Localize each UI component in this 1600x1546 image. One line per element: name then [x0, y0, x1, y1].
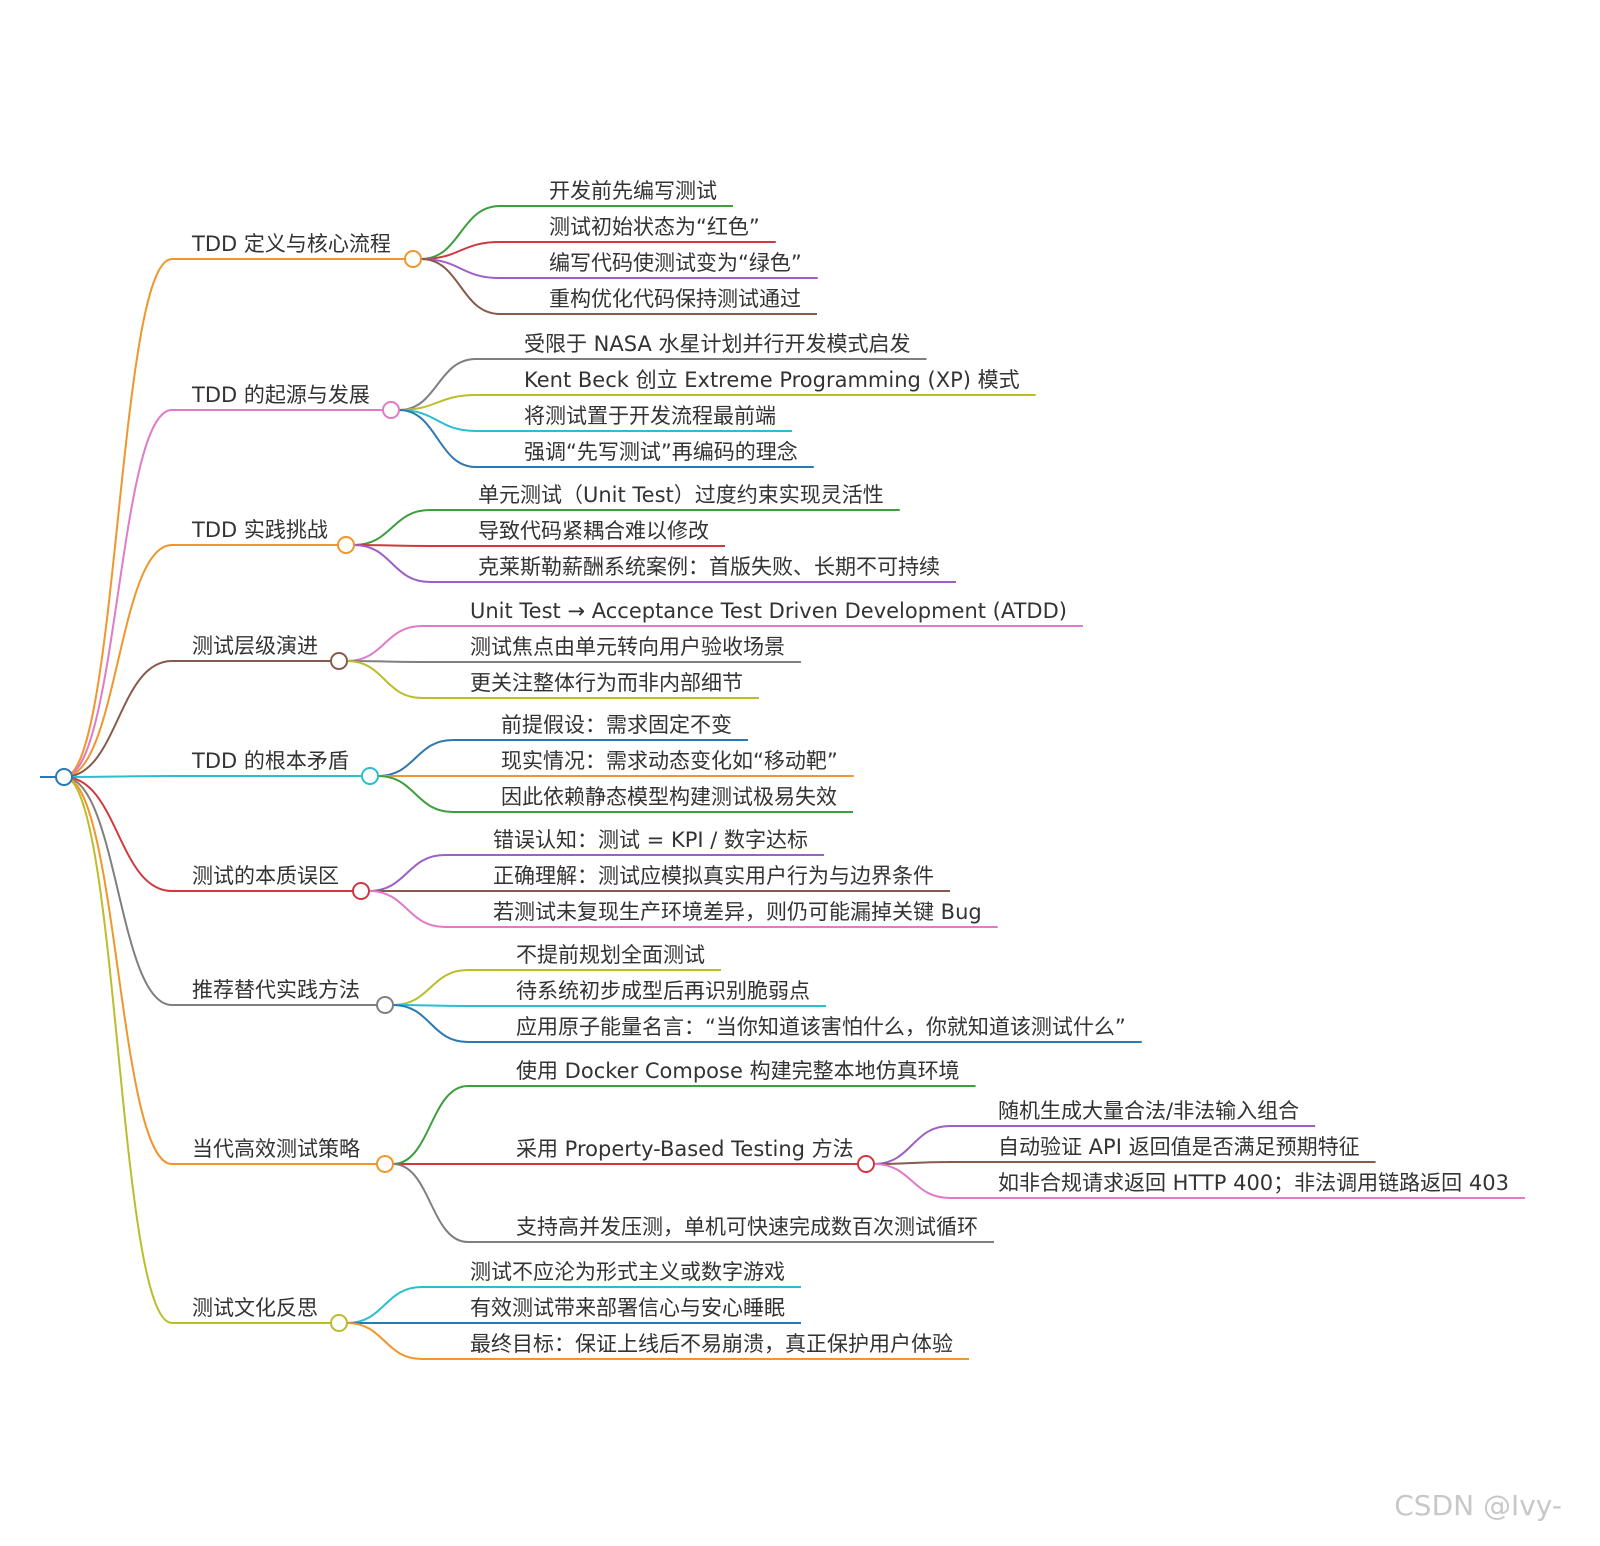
leaf-label-4-2: 因此依赖静态模型构建测试极易失效 — [501, 785, 837, 809]
sub-link-7-1-2 — [873, 1163, 951, 1199]
branch-link-4 — [63, 775, 173, 778]
leaf-link-1-1 — [398, 394, 477, 411]
leaf-link-4-0 — [377, 739, 454, 777]
watermark: CSDN @Ivy- — [1394, 1489, 1562, 1522]
leaf-label-3-0: Unit Test → Acceptance Test Driven Devel… — [470, 599, 1067, 623]
toggle-node-0[interactable] — [404, 250, 422, 268]
leaf-link-2-2 — [353, 544, 431, 583]
leaf-label-4-1: 现实情况：需求动态变化如“移动靶” — [501, 749, 838, 773]
leaf-label-2-0: 单元测试（Unit Test）过度约束实现灵活性 — [478, 483, 884, 507]
branch-link-5 — [63, 776, 173, 892]
branch-label-3: 测试层级演进 — [192, 634, 318, 658]
leaf-link-7-0 — [392, 1085, 469, 1165]
leaf-label-1-3: 强调“先写测试”再编码的理念 — [524, 440, 798, 464]
leaf-link-6-0 — [392, 969, 469, 1006]
leaf-label-0-1: 测试初始状态为“红色” — [549, 215, 760, 239]
leaf-label-5-0: 错误认知：测试 = KPI / 数字达标 — [493, 828, 808, 852]
toggle-node-6[interactable] — [376, 996, 394, 1014]
branch-link-0 — [63, 258, 173, 778]
leaf-link-1-2 — [398, 409, 477, 432]
leaf-link-0-0 — [420, 205, 501, 260]
leaf-link-7-2 — [392, 1163, 469, 1243]
leaf-label-4-0: 前提假设：需求固定不变 — [501, 713, 732, 737]
toggle-node-4[interactable] — [361, 767, 379, 785]
branch-label-0: TDD 定义与核心流程 — [191, 232, 391, 256]
leaf-link-5-0 — [368, 854, 446, 892]
leaf-label-8-2: 最终目标：保证上线后不易崩溃，真正保护用户体验 — [470, 1332, 953, 1356]
leaf-label-0-0: 开发前先编写测试 — [549, 179, 717, 203]
branch-label-2: TDD 实践挑战 — [191, 518, 328, 542]
leaf-label-6-0: 不提前规划全面测试 — [516, 943, 705, 967]
branch-link-3 — [63, 660, 173, 778]
leaf-label-1-0: 受限于 NASA 水星计划并行开发模式启发 — [524, 332, 911, 356]
leaf-link-8-2 — [346, 1322, 423, 1360]
branch-label-6: 推荐替代实践方法 — [192, 978, 360, 1002]
branch-link-7 — [63, 776, 173, 1165]
leaf-link-0-1 — [420, 241, 501, 260]
leaf-label-2-2: 克莱斯勒薪酬系统案例：首版失败、长期不可持续 — [478, 555, 940, 579]
sub-leaf-label-7-1-1: 自动验证 API 返回值是否满足预期特征 — [998, 1135, 1360, 1159]
toggle-node-2[interactable] — [337, 536, 355, 554]
branch-link-6 — [63, 776, 173, 1006]
sub-link-7-1-0 — [873, 1125, 951, 1165]
leaf-link-2-0 — [353, 509, 431, 546]
leaf-label-1-2: 将测试置于开发流程最前端 — [524, 404, 776, 428]
leaf-link-4-2 — [377, 775, 454, 813]
toggle-node-3[interactable] — [330, 652, 348, 670]
toggle-node-7-1[interactable] — [857, 1155, 875, 1173]
leaf-link-3-2 — [346, 660, 423, 699]
branch-label-4: TDD 的根本矛盾 — [191, 749, 349, 773]
sub-leaf-label-7-1-2: 如非合规请求返回 HTTP 400；非法调用链路返回 403 — [998, 1171, 1509, 1195]
leaf-label-8-1: 有效测试带来部署信心与安心睡眠 — [470, 1296, 785, 1320]
leaf-label-3-2: 更关注整体行为而非内部细节 — [470, 671, 743, 695]
toggle-node-5[interactable] — [352, 882, 370, 900]
toggle-node-7[interactable] — [376, 1155, 394, 1173]
leaf-label-7-2: 支持高并发压测，单机可快速完成数百次测试循环 — [516, 1215, 978, 1239]
leaf-label-3-1: 测试焦点由单元转向用户验收场景 — [470, 635, 785, 659]
leaf-label-7-1: 采用 Property-Based Testing 方法 — [516, 1137, 854, 1161]
leaf-link-3-0 — [346, 625, 423, 662]
branch-label-7: 当代高效测试策略 — [192, 1137, 360, 1161]
leaf-label-5-1: 正确理解：测试应模拟真实用户行为与边界条件 — [493, 864, 934, 888]
leaf-link-1-3 — [398, 409, 477, 468]
branch-link-1 — [63, 409, 173, 778]
leaf-label-6-1: 待系统初步成型后再识别脆弱点 — [516, 979, 810, 1003]
toggle-node-1[interactable] — [382, 401, 400, 419]
root-node[interactable] — [55, 768, 73, 786]
branch-link-2 — [63, 544, 173, 778]
leaf-link-0-3 — [420, 258, 501, 315]
leaf-label-8-0: 测试不应沦为形式主义或数字游戏 — [470, 1260, 785, 1284]
toggle-node-8[interactable] — [330, 1314, 348, 1332]
leaf-label-2-1: 导致代码紧耦合难以修改 — [478, 519, 709, 543]
leaf-link-5-2 — [368, 890, 446, 928]
branch-link-8 — [63, 776, 173, 1324]
sub-leaf-label-7-1-0: 随机生成大量合法/非法输入组合 — [998, 1099, 1299, 1123]
leaf-label-1-1: Kent Beck 创立 Extreme Programming (XP) 模式 — [524, 368, 1020, 392]
branch-label-1: TDD 的起源与发展 — [191, 383, 370, 407]
leaf-label-0-2: 编写代码使测试变为“绿色” — [549, 251, 802, 275]
leaf-link-1-0 — [398, 358, 477, 411]
leaf-link-8-0 — [346, 1286, 423, 1324]
leaf-label-7-0: 使用 Docker Compose 构建完整本地仿真环境 — [516, 1059, 960, 1083]
leaf-link-6-2 — [392, 1004, 469, 1043]
mindmap-links — [40, 205, 1525, 1360]
leaf-label-6-2: 应用原子能量名言：“当你知道该害怕什么，你就知道该测试什么” — [516, 1015, 1126, 1039]
leaf-label-0-3: 重构优化代码保持测试通过 — [549, 287, 801, 311]
leaf-label-5-2: 若测试未复现生产环境差异，则仍可能漏掉关键 Bug — [493, 900, 982, 924]
branch-label-5: 测试的本质误区 — [192, 864, 339, 888]
branch-label-8: 测试文化反思 — [192, 1296, 318, 1320]
